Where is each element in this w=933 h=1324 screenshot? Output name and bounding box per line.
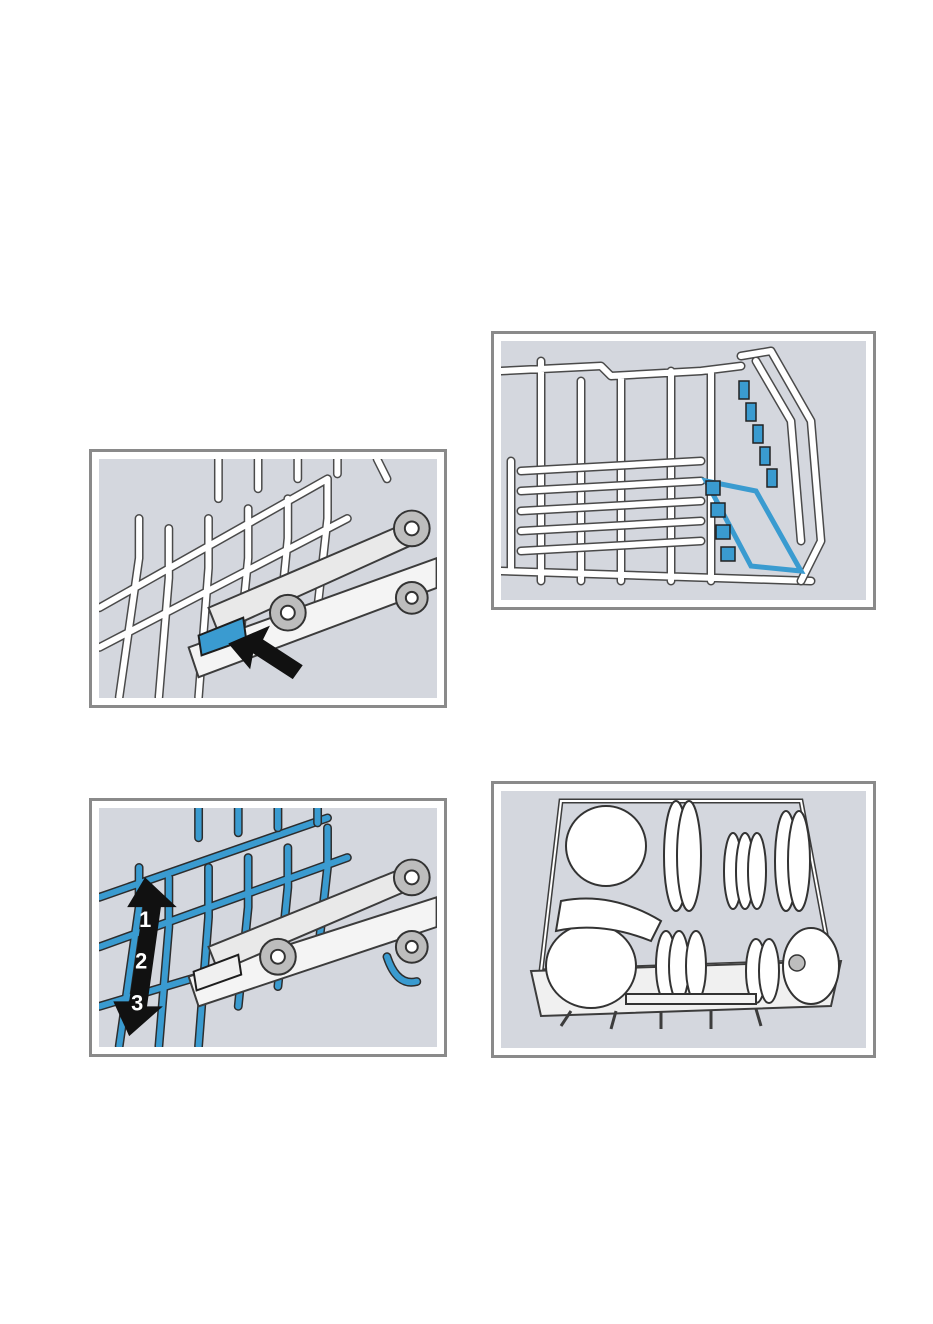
- illustration-loaded-rack-canvas: [501, 791, 866, 1048]
- plates: [656, 801, 839, 1004]
- rack-release-drawing: [99, 459, 437, 698]
- rack-tines-drawing: [501, 341, 866, 600]
- level-2-label: 2: [135, 949, 147, 974]
- tray: [626, 994, 756, 1004]
- illustration-upper-rack-tines: [491, 331, 876, 610]
- loaded-rack-drawing: [501, 791, 866, 1048]
- illustration-height-adjust: 1 2 3: [89, 798, 447, 1057]
- rack-frame: [501, 351, 821, 581]
- level-3-label: 3: [131, 990, 143, 1015]
- illustration-upper-rack-tines-canvas: [501, 341, 866, 600]
- illustration-release-lever-canvas: [99, 459, 437, 698]
- illustration-loaded-rack: [491, 781, 876, 1058]
- illustration-height-adjust-canvas: 1 2 3: [99, 808, 437, 1047]
- illustration-release-lever: [89, 449, 447, 708]
- level-1-label: 1: [139, 907, 151, 932]
- rack-height-drawing: 1 2 3: [99, 808, 437, 1047]
